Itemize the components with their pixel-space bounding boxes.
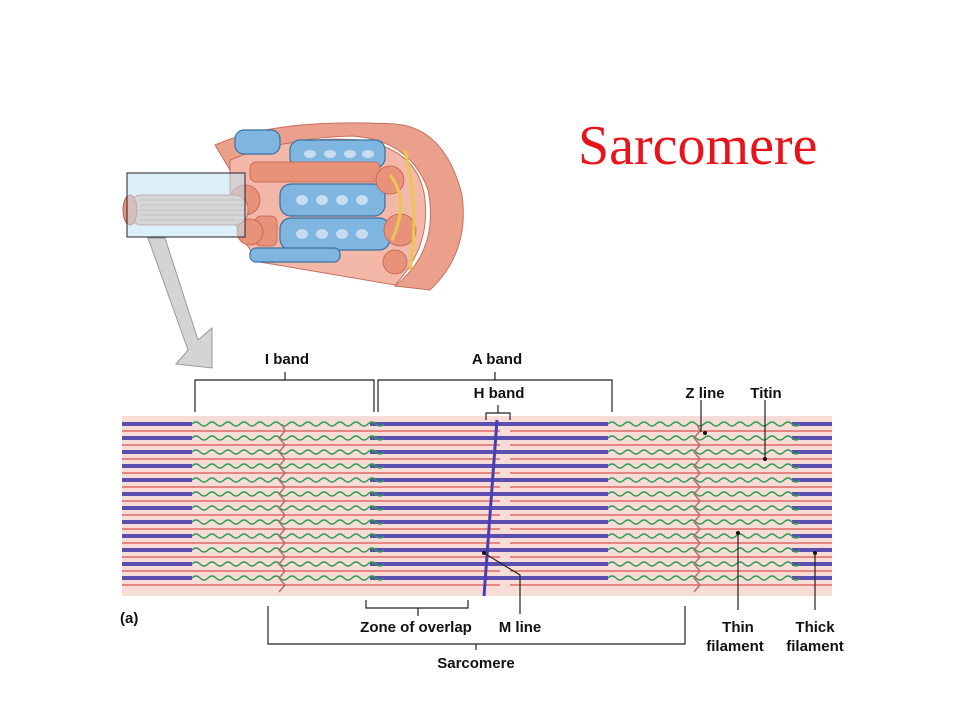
thick-filament-label-line1: Thick [795, 619, 835, 636]
titin-strand [607, 435, 801, 441]
titin-strand [191, 547, 385, 553]
titin-strand [607, 463, 801, 469]
zone-of-overlap-label: Zone of overlap [360, 619, 472, 636]
thick-filament-label-line2: filament [786, 638, 844, 655]
titin-strand [191, 561, 385, 567]
z-line-label: Z line [685, 385, 724, 402]
sarcomere-label: Sarcomere [437, 655, 515, 672]
titin-strand [607, 491, 801, 497]
titin-strand [191, 435, 385, 441]
titin-strand [191, 421, 385, 427]
m-line [482, 419, 499, 597]
titin-strand [607, 477, 801, 483]
titin-strand [607, 519, 801, 525]
titin-strand [607, 547, 801, 553]
titin-strand [607, 505, 801, 511]
filament-group [122, 419, 832, 597]
a-band-label: A band [472, 351, 522, 368]
titin-strand [191, 575, 385, 581]
z-line [693, 423, 701, 593]
titin-strand [607, 421, 801, 427]
titin-strand [191, 533, 385, 539]
titin-strand [607, 533, 801, 539]
titin-strand [191, 505, 385, 511]
titin-strand [191, 463, 385, 469]
titin-strand [191, 477, 385, 483]
m-line-label: M line [499, 619, 542, 636]
titin-pointer-dot [763, 457, 767, 461]
label-brackets [194, 372, 816, 650]
z-line-pointer-dot [703, 431, 707, 435]
titin-strand [191, 519, 385, 525]
page-title: Sarcomere [578, 115, 818, 177]
titin-label: Titin [750, 385, 781, 402]
thin-filament-label-line2: filament [706, 638, 764, 655]
muscle-fiber-illustration [122, 122, 464, 291]
z-line [278, 423, 286, 593]
titin-strand [191, 491, 385, 497]
titin-strand [607, 561, 801, 567]
h-band-label: H band [474, 385, 525, 402]
panel-letter: (a) [120, 610, 138, 627]
titin-strand [191, 449, 385, 455]
gray-callout-arrow-icon [147, 237, 213, 369]
titin-strand [607, 575, 801, 581]
titin-strand [607, 449, 801, 455]
thin-filament-label-line1: Thin [722, 619, 754, 636]
i-band-label: I band [265, 351, 309, 368]
